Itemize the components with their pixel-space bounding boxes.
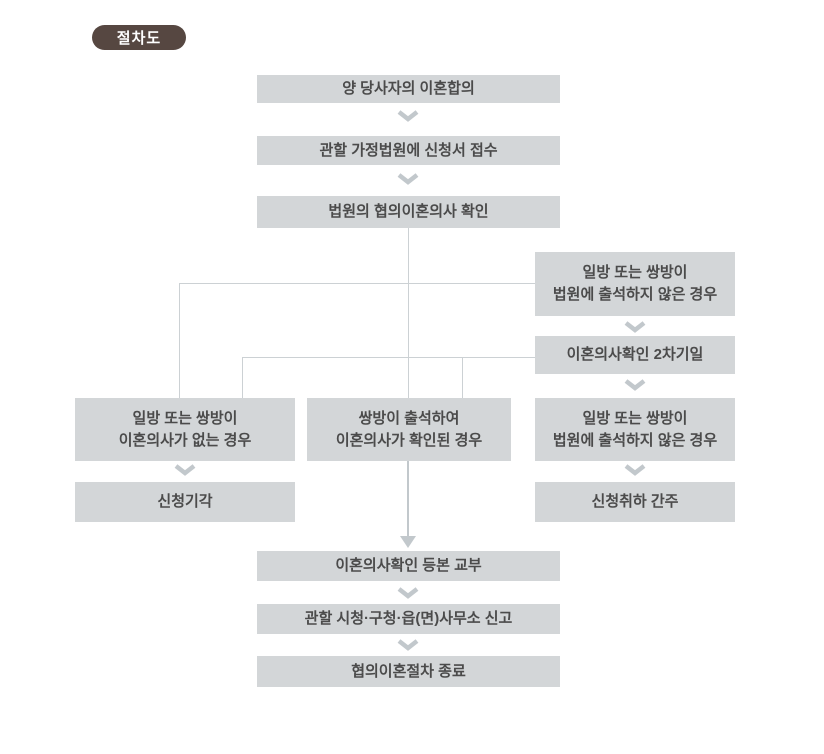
connector-line [179,283,535,284]
chevron-down-icon [397,587,419,599]
flow-box-court-confirmation: 법원의 협의이혼의사 확인 [257,196,560,228]
flow-box-no-show-first: 일방 또는 쌍방이 법원에 출석하지 않은 경우 [535,252,735,316]
chevron-down-icon [624,379,646,391]
flow-box-dismissed: 신청기각 [75,482,295,522]
flow-box-report-office: 관할 시청·구청·읍(면)사무소 신고 [257,604,560,634]
flow-box-second-date: 이혼의사확인 2차기일 [535,336,735,374]
flow-box-no-show-second: 일방 또는 쌍방이 법원에 출석하지 않은 경우 [535,398,735,461]
arrow-down-icon [400,536,416,548]
chevron-down-icon [174,464,196,476]
flow-box-agreement: 양 당사자의 이혼합의 [257,75,560,103]
connector-line [408,228,409,398]
flow-box-deemed-withdrawn: 신청취하 간주 [535,482,735,522]
connector-line [462,357,463,398]
connector-line [242,357,243,398]
arrow-down-icon [407,461,409,538]
chevron-down-icon [624,321,646,333]
flow-box-no-intent: 일방 또는 쌍방이 이혼의사가 없는 경우 [75,398,295,461]
connector-line [179,283,180,398]
flow-box-confirmed: 쌍방이 출석하여 이혼의사가 확인된 경우 [307,398,511,461]
chevron-down-icon [397,173,419,185]
chevron-down-icon [397,110,419,122]
procedure-badge: 절차도 [92,25,186,50]
connector-line [242,357,535,358]
flow-box-copy-issued: 이혼의사확인 등본 교부 [257,551,560,581]
flow-box-filing: 관할 가정법원에 신청서 접수 [257,136,560,165]
flow-box-procedure-end: 협의이혼절차 종료 [257,656,560,687]
chevron-down-icon [397,639,419,651]
chevron-down-icon [624,464,646,476]
